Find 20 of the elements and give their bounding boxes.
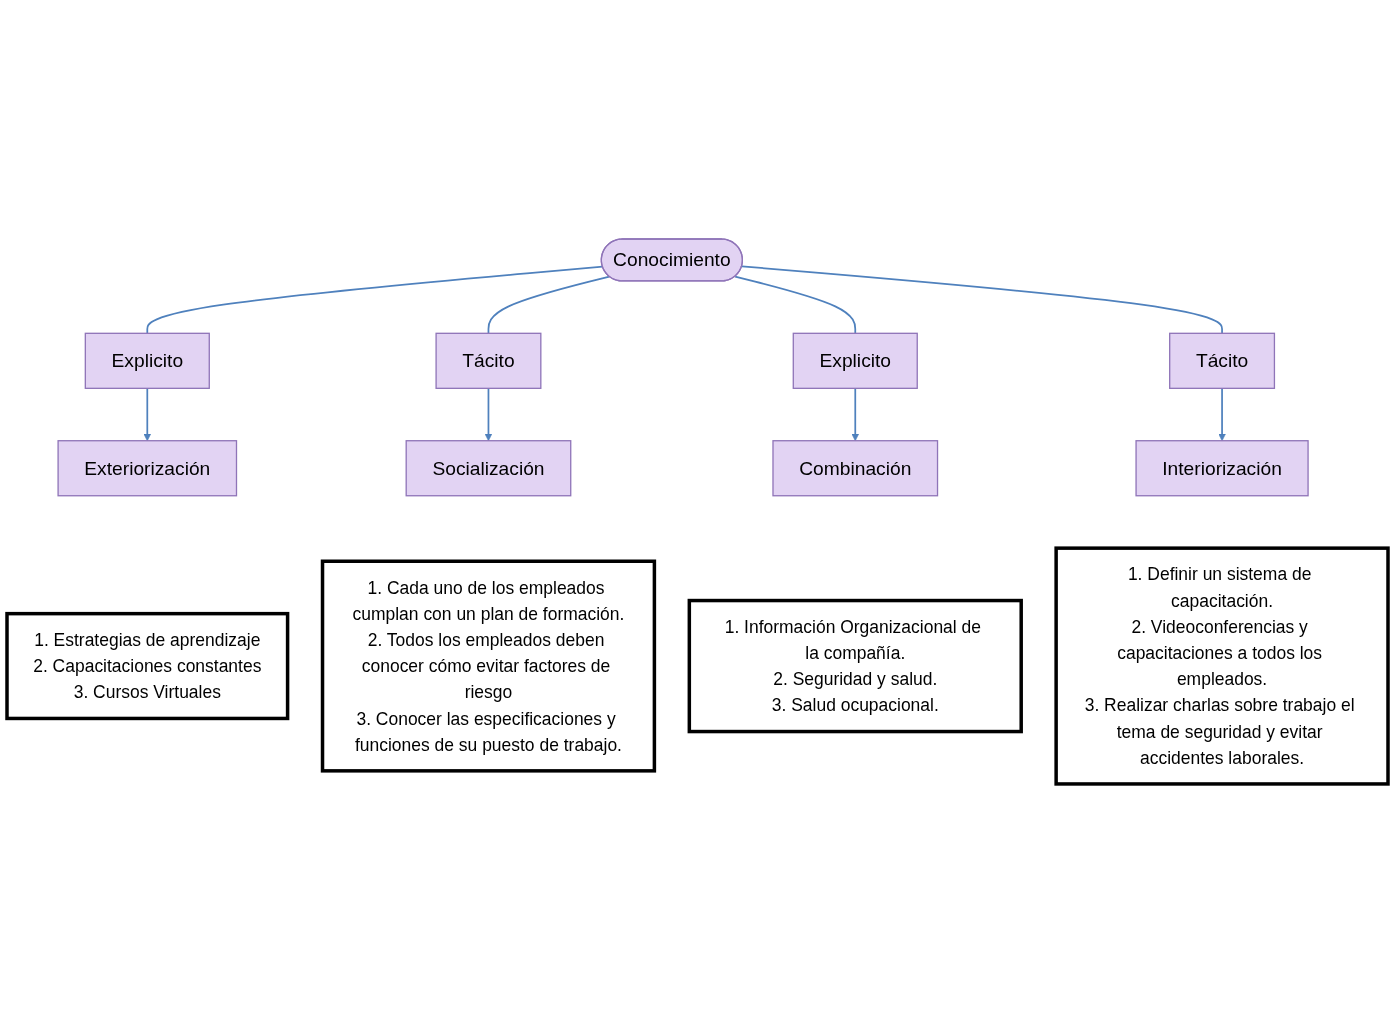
arrow [851, 387, 860, 441]
arrow [484, 387, 493, 441]
node-box: 1. Información Organizacional de la compañía. 2. Seguridad y salud. 3. Salud ocupacional. [687, 598, 1023, 733]
node-box: Tácito [1169, 332, 1276, 389]
arrow [1218, 387, 1226, 441]
node-box: Exteriorización [57, 439, 238, 496]
node-box: Explicito [84, 332, 210, 389]
node-box: 1. Definir un sistema de capacitación. 2. Videoconferencias y capacitaciones a todos los empleados. 3. Realizar charlas sobre trabajo el tema de seguridad y evitar accidentes laborales. [1054, 545, 1390, 786]
node-box: 1. Estrategias de aprendizaje 2. Capacitaciones constantes 3. Cursos Virtuales [5, 611, 290, 720]
connector [487, 275, 611, 334]
node-box: Interiorización [1135, 439, 1309, 496]
connector [734, 275, 857, 334]
node-box: Socialización [405, 439, 572, 496]
connector [741, 265, 1223, 334]
connector [146, 265, 604, 334]
node-box: 1. Cada uno de los empleados cumplan con un plan de formación. 2. Todos los empleados deben conocer cómo evitar factores de riesgo 3. Conocer las especificaciones y funciones de su puesto de trabajo. [320, 559, 657, 773]
arrow [143, 387, 152, 441]
node-box: Tácito [435, 332, 542, 389]
node-box: Combinación [772, 439, 939, 496]
node-box: Explicito [792, 332, 918, 389]
